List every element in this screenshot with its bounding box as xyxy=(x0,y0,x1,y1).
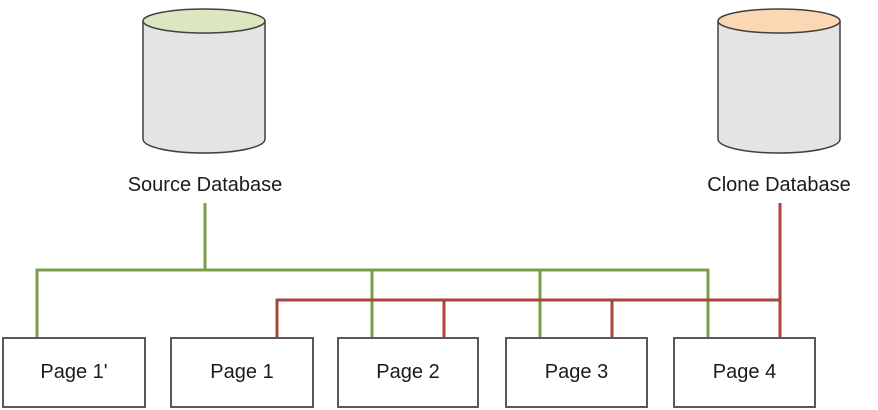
source-database-cylinder-icon xyxy=(142,8,266,154)
source-cylinder-top xyxy=(142,8,266,34)
source-link-tree xyxy=(35,203,710,337)
clone-cylinder-top xyxy=(717,8,841,34)
page-box-1: Page 1 xyxy=(170,337,314,408)
clone-database-cylinder-icon xyxy=(717,8,841,154)
clone-cylinder-body xyxy=(717,21,841,154)
page-box-label: Page 4 xyxy=(712,361,777,383)
page-box-label: Page 1 xyxy=(210,361,274,383)
page-box-1-prime: Page 1' xyxy=(2,337,146,408)
source-database-label: Source Database xyxy=(127,174,283,196)
page-box-label: Page 1' xyxy=(40,361,108,383)
page-box-label: Page 2 xyxy=(376,361,440,383)
source-cylinder-body xyxy=(142,21,266,154)
clone-database-label: Clone Database xyxy=(707,174,851,196)
page-box-4: Page 4 xyxy=(673,337,816,408)
page-box-2: Page 2 xyxy=(337,337,479,408)
page-box-3: Page 3 xyxy=(505,337,648,408)
page-box-label: Page 3 xyxy=(544,361,609,383)
clone-link-tree xyxy=(275,203,782,337)
